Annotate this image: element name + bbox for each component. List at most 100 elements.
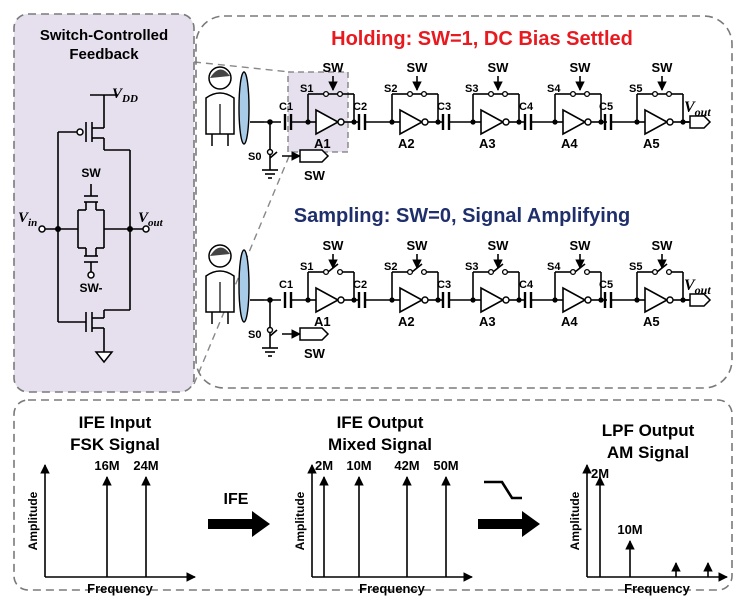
output-tone-label: 42M xyxy=(394,458,419,473)
sampling-switch-label: S1 xyxy=(300,261,313,273)
holding-sw-label: SW xyxy=(407,60,429,75)
ife-arrow-label: IFE xyxy=(224,491,249,508)
holding-cap-label: C5 xyxy=(599,101,613,113)
output-tone-label: 2M xyxy=(315,458,333,473)
lpf-amplitude-label: Amplitude xyxy=(568,491,582,550)
sampling-amp-label: A2 xyxy=(398,314,415,329)
sampling-sw-label: SW xyxy=(407,238,429,253)
sampling-cap-label: C2 xyxy=(353,279,367,291)
output-title-line1: IFE Output xyxy=(337,413,424,432)
sampling-sw-label: SW xyxy=(488,238,510,253)
sampling-title: Sampling: SW=0, Signal Amplifying xyxy=(294,205,631,227)
sampling-amp-label: A5 xyxy=(643,314,660,329)
output-amplitude-label: Amplitude xyxy=(293,491,307,550)
lpf-title-line1: LPF Output xyxy=(602,421,695,440)
input-amplitude-label: Amplitude xyxy=(26,491,40,550)
holding-cap-label: C1 xyxy=(279,101,293,113)
holding-amp-label: A5 xyxy=(643,136,660,151)
sampling-s0-sw-label: SW xyxy=(304,346,326,361)
sampling-s0-label: S0 xyxy=(248,329,261,341)
sampling-cap-label: C5 xyxy=(599,279,613,291)
sampling-amplifier xyxy=(562,286,587,314)
holding-sw-label: SW xyxy=(570,60,592,75)
holding-s0-label: S0 xyxy=(248,151,261,163)
sampling-amplifier xyxy=(315,286,340,314)
circuit-panel xyxy=(195,15,733,389)
transmission-gate xyxy=(77,184,105,279)
sampling-switch-label: S2 xyxy=(384,261,397,273)
lpf-arrow-icon xyxy=(478,511,540,537)
input-title-line1: IFE Input xyxy=(79,413,152,432)
holding-switch-label: S1 xyxy=(300,83,313,95)
lpf-tone-label: 10M xyxy=(617,522,642,537)
sampling-amp-label: A4 xyxy=(561,314,578,329)
holding-amplifier xyxy=(644,108,669,136)
holding-s0-sw-label: SW xyxy=(304,168,326,183)
amplifier-chain-sampling: S0SWC1A1SWS1C2A2SWS2C3A3SWS3C4A4SWS4C5A5… xyxy=(205,238,712,361)
holding-sw-label: SW xyxy=(323,60,345,75)
holding-person-icon xyxy=(205,66,250,146)
holding-amp-label: A1 xyxy=(314,136,331,151)
holding-amplifier xyxy=(399,108,424,136)
feedback-panel: Switch-Controlled Feedback VDD Vin xyxy=(13,13,195,393)
nmos-transistor xyxy=(58,309,130,352)
holding-amplifier xyxy=(480,108,505,136)
holding-cap-label: C2 xyxy=(353,101,367,113)
sampling-switch-label: S4 xyxy=(547,261,561,273)
holding-s0-sw-tag xyxy=(299,149,330,163)
holding-amplifier xyxy=(562,108,587,136)
sampling-switch-label: S3 xyxy=(465,261,478,273)
holding-title: Holding: SW=1, DC Bias Settled xyxy=(331,28,633,50)
sampling-amplifier xyxy=(399,286,424,314)
sampling-switch-label: S5 xyxy=(629,261,642,273)
output-tone-label: 10M xyxy=(346,458,371,473)
holding-switch-label: S2 xyxy=(384,83,397,95)
holding-switch-label: S5 xyxy=(629,83,642,95)
vdd-label: VDD xyxy=(112,86,138,105)
sampling-cap-label: C4 xyxy=(519,279,534,291)
input-frequency-label: Frequency xyxy=(87,581,154,596)
feedback-title-line2: Feedback xyxy=(69,46,139,63)
amplifier-chain-holding: S0SWC1A1SWS1C2A2SWS2C3A3SWS3C4A4SWS4C5A5… xyxy=(205,60,711,183)
sampling-s0-sw-tag xyxy=(299,327,330,341)
sampling-amplifier xyxy=(644,286,669,314)
vin-label: Vin xyxy=(18,210,37,229)
holding-switch-label: S4 xyxy=(547,83,561,95)
holding-amp-label: A3 xyxy=(479,136,496,151)
lpf-frequency-label: Frequency xyxy=(624,581,691,596)
holding-cap-label: C4 xyxy=(519,101,534,113)
output-frequency-label: Frequency xyxy=(359,581,426,596)
sw-label-feedback: SW xyxy=(81,166,101,180)
ife-arrow-icon xyxy=(208,511,270,537)
input-tone-label: 24M xyxy=(133,458,158,473)
output-title-line2: Mixed Signal xyxy=(328,435,432,454)
sampling-vout-label: Vout xyxy=(684,277,711,297)
lpf-icon xyxy=(484,480,522,500)
holding-sw-label: SW xyxy=(488,60,510,75)
lpf-tone-label: 2M xyxy=(591,466,609,481)
output-tone-label: 50M xyxy=(433,458,458,473)
feedback-title-line1: Switch-Controlled xyxy=(40,27,168,44)
holding-cap-label: C3 xyxy=(437,101,451,113)
sampling-vout-port xyxy=(689,293,712,307)
vout-label-feedback: Vout xyxy=(138,210,164,229)
holding-vout-label: Vout xyxy=(684,99,711,119)
holding-switch-label: S3 xyxy=(465,83,478,95)
sampling-amp-label: A1 xyxy=(314,314,331,329)
sampling-cap-label: C1 xyxy=(279,279,293,291)
holding-amp-label: A2 xyxy=(398,136,415,151)
lpf-title-line2: AM Signal xyxy=(607,443,689,462)
sampling-sw-label: SW xyxy=(652,238,674,253)
sampling-amplifier xyxy=(480,286,505,314)
swbar-label-feedback: SW- xyxy=(79,281,102,295)
sampling-cap-label: C3 xyxy=(437,279,451,291)
sampling-person-icon xyxy=(205,244,250,324)
ground-icon xyxy=(94,351,114,364)
sampling-sw-label: SW xyxy=(570,238,592,253)
sampling-amp-label: A3 xyxy=(479,314,496,329)
input-title-line2: FSK Signal xyxy=(70,435,160,454)
spectrum-panel xyxy=(13,399,733,591)
input-tone-label: 16M xyxy=(94,458,119,473)
